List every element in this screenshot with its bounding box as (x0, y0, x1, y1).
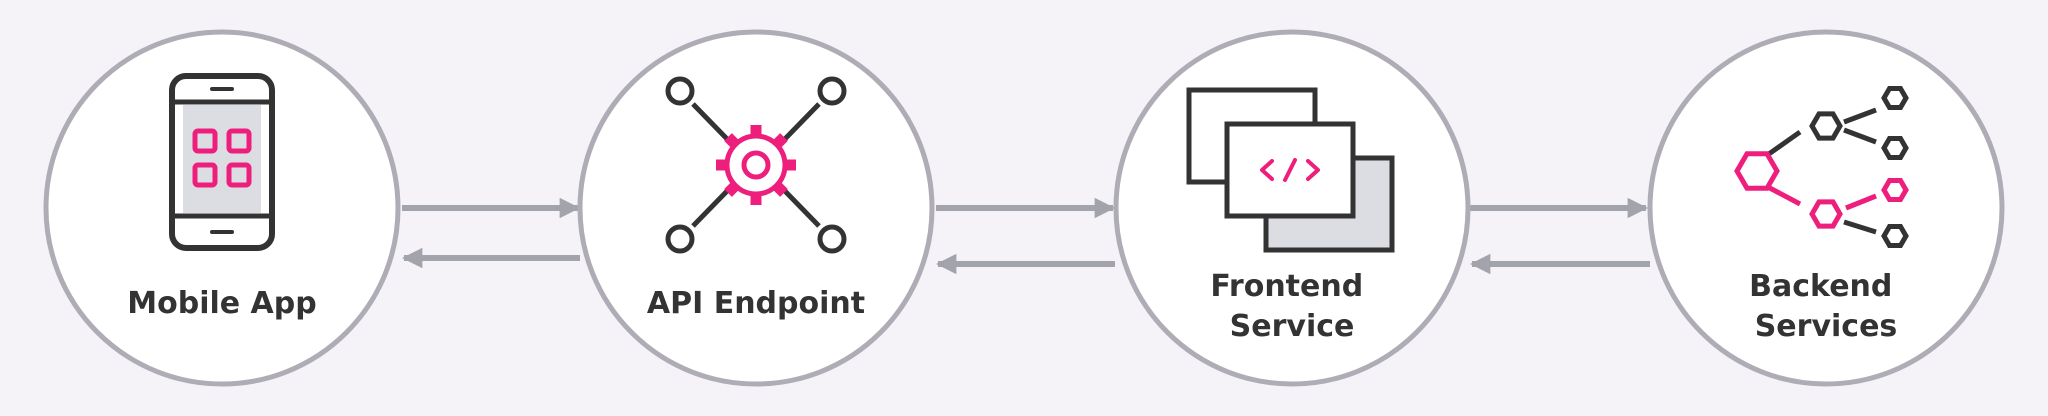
node-label: Frontend Service (1210, 269, 1373, 344)
node-label-line: Backend (1749, 269, 1892, 304)
connection-api-to-frontend (935, 197, 1116, 275)
node-backend-services: Backend Services (1647, 29, 2005, 387)
node-label: API Endpoint (647, 286, 865, 321)
code-windows-icon (1186, 87, 1395, 253)
node-label: Backend Services (1749, 269, 1903, 344)
node-circle (577, 29, 935, 387)
connection-frontend-to-backend (1469, 197, 1650, 275)
node-label-line: Frontend (1210, 269, 1363, 304)
connection-mobile-to-api (401, 197, 581, 269)
node-label-line: Services (1755, 309, 1898, 344)
node-label: Mobile App (127, 286, 316, 321)
node-frontend-service: Frontend Service (1113, 29, 1471, 387)
node-label-line: Mobile App (127, 286, 316, 321)
code-symbol-icon (1260, 158, 1320, 182)
hexagon-graph-icon (1734, 86, 1909, 248)
gear-network-icon (665, 76, 847, 254)
smartphone-icon (169, 73, 275, 251)
node-mobile-app: Mobile App (43, 29, 401, 387)
node-label-line: Service (1230, 309, 1355, 344)
node-label-line: API Endpoint (647, 286, 865, 321)
node-api-endpoint: API Endpoint (577, 29, 935, 387)
